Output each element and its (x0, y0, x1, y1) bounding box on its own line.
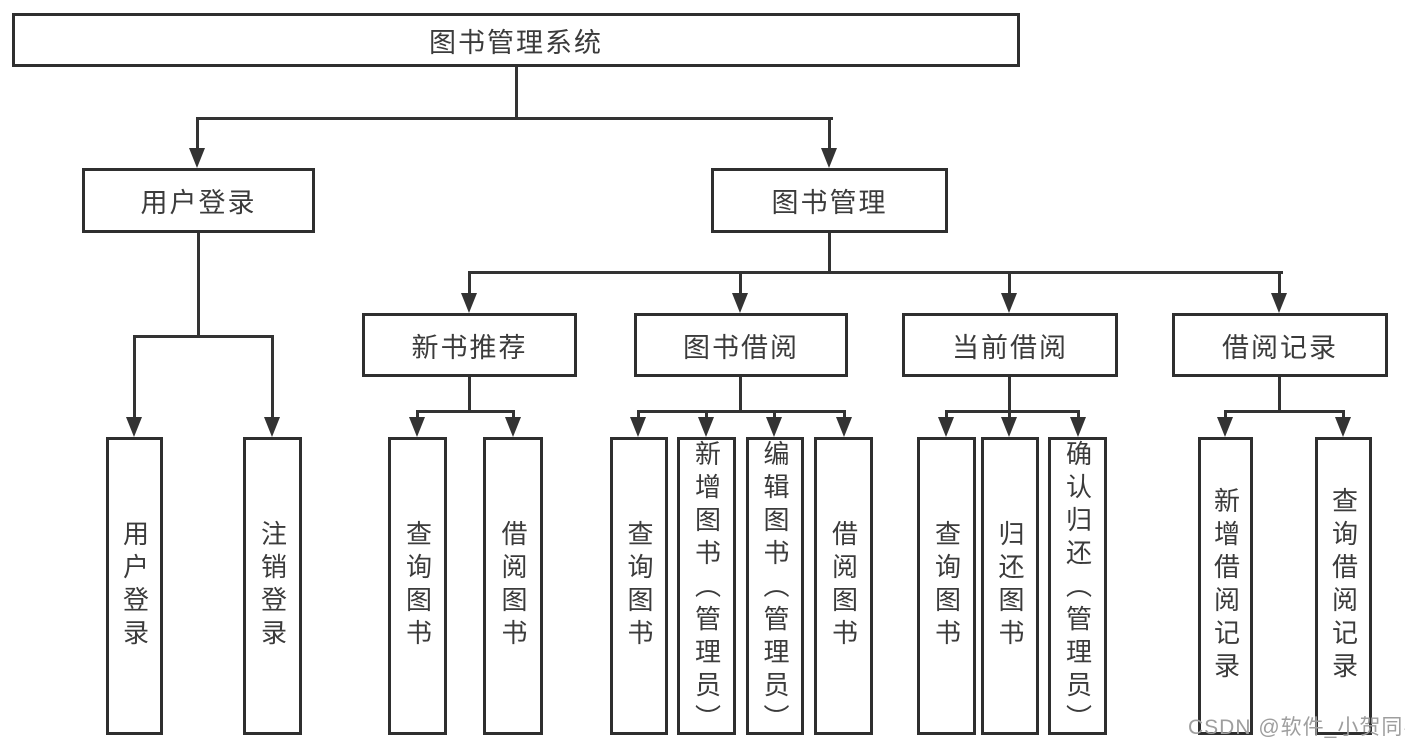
leaf-query-books-borrowing: 查询图书 (610, 437, 668, 735)
connector-branch (637, 410, 846, 413)
node-label: 图书借阅 (683, 332, 799, 363)
connector-root-stem (515, 67, 518, 119)
connector-book-management-branch (468, 271, 1283, 274)
node-label: 查询图书 (931, 520, 962, 652)
connector-stem-level3 (739, 271, 742, 296)
connector-book-management-stem (828, 233, 831, 274)
node-new-book-recommendation: 新书推荐 (362, 313, 577, 377)
node-label: 用户登录 (119, 520, 150, 652)
connector-stem-leaf (1008, 410, 1011, 420)
leaf-borrow-books-recommend: 借阅图书 (483, 437, 543, 735)
leaf-add-books-admin: 新增图书（管理员） (677, 437, 736, 737)
leaf-borrow-books: 借阅图书 (814, 437, 873, 735)
connector-stem (1008, 377, 1011, 413)
connector-stem-level3 (1278, 271, 1281, 296)
connector-user-login-stem (197, 233, 200, 338)
connector-branch (416, 410, 515, 413)
connector-user-login-branch (133, 335, 274, 338)
node-label: 编辑图书（管理员） (760, 440, 790, 737)
leaf-edit-books-admin: 编辑图书（管理员） (746, 437, 804, 737)
node-current-borrowing: 当前借阅 (902, 313, 1118, 377)
leaf-add-borrow-record: 新增借阅记录 (1198, 437, 1253, 735)
node-label: 用户登录 (140, 188, 257, 218)
connector-root-branch (196, 117, 833, 120)
connector-stem-leaf (133, 335, 136, 419)
leaf-confirm-return-admin: 确认归还（管理员） (1048, 437, 1107, 737)
arrow-down-icon (630, 417, 646, 437)
node-book-management: 图书管理 (711, 168, 948, 233)
connector-stem (468, 377, 471, 413)
arrow-down-icon (264, 417, 280, 437)
connector-stem-user-login (196, 117, 199, 152)
connector-stem-leaf (843, 410, 846, 420)
node-label: 新增图书（管理员） (691, 440, 722, 737)
leaf-return-books: 归还图书 (981, 437, 1039, 735)
node-label: 查询借阅记录 (1328, 487, 1359, 685)
connector-stem-leaf (1224, 410, 1227, 420)
connector-stem (739, 377, 742, 413)
node-label: 借阅记录 (1222, 332, 1338, 363)
arrow-down-icon (189, 148, 205, 168)
arrow-down-icon (409, 417, 425, 437)
node-label: 图书管理 (771, 188, 888, 218)
leaf-user-login: 用户登录 (106, 437, 163, 735)
csdn-watermark: CSDN @软件_小贺同学 (1188, 716, 1405, 739)
node-borrowing-records: 借阅记录 (1172, 313, 1388, 377)
node-library-management-system: 图书管理系统 (12, 13, 1020, 67)
node-label: 新增借阅记录 (1210, 487, 1241, 685)
node-label: 新书推荐 (411, 332, 528, 363)
arrow-down-icon (1217, 417, 1233, 437)
connector-stem-leaf (512, 410, 515, 420)
connector-stem-leaf (773, 410, 776, 420)
connector-branch (945, 410, 1080, 413)
leaf-query-borrow-record: 查询借阅记录 (1315, 437, 1372, 735)
connector-stem-leaf (637, 410, 640, 420)
connector-stem-leaf (416, 410, 419, 420)
connector-stem-leaf (271, 335, 274, 419)
connector-stem (1278, 377, 1281, 413)
arrow-down-icon (1070, 417, 1086, 437)
node-label: 查询图书 (402, 520, 433, 652)
node-book-borrowing: 图书借阅 (634, 313, 848, 377)
node-label: 图书管理系统 (429, 27, 603, 58)
connector-stem-level3 (1008, 271, 1011, 296)
connector-stem-leaf (1077, 410, 1080, 420)
node-label: 注销登录 (257, 520, 288, 652)
arrow-down-icon (126, 417, 142, 437)
leaf-logout: 注销登录 (243, 437, 302, 735)
arrow-down-icon (698, 417, 714, 437)
arrow-down-icon (1271, 293, 1287, 313)
leaf-query-books-recommend: 查询图书 (388, 437, 447, 735)
connector-stem-leaf (945, 410, 948, 420)
leaf-query-books-current: 查询图书 (917, 437, 976, 735)
connector-stem-leaf (705, 410, 708, 420)
arrow-down-icon (461, 293, 477, 313)
arrow-down-icon (505, 417, 521, 437)
arrow-down-icon (1335, 417, 1351, 437)
arrow-down-icon (821, 148, 837, 168)
node-label: 确认归还（管理员） (1062, 440, 1093, 737)
node-label: 借阅图书 (498, 520, 528, 652)
connector-stem-level3 (468, 271, 471, 296)
connector-stem-book-management (828, 117, 831, 152)
arrow-down-icon (836, 417, 852, 437)
node-label: 归还图书 (995, 520, 1025, 652)
connector-stem-leaf (1342, 410, 1345, 420)
arrow-down-icon (766, 417, 782, 437)
arrow-down-icon (1001, 293, 1017, 313)
node-user-login: 用户登录 (82, 168, 315, 233)
arrow-down-icon (1001, 417, 1017, 437)
arrow-down-icon (938, 417, 954, 437)
connector-branch (1224, 410, 1345, 413)
arrow-down-icon (732, 293, 748, 313)
node-label: 当前借阅 (952, 332, 1068, 363)
node-label: 查询图书 (624, 520, 654, 652)
node-label: 借阅图书 (828, 520, 859, 652)
